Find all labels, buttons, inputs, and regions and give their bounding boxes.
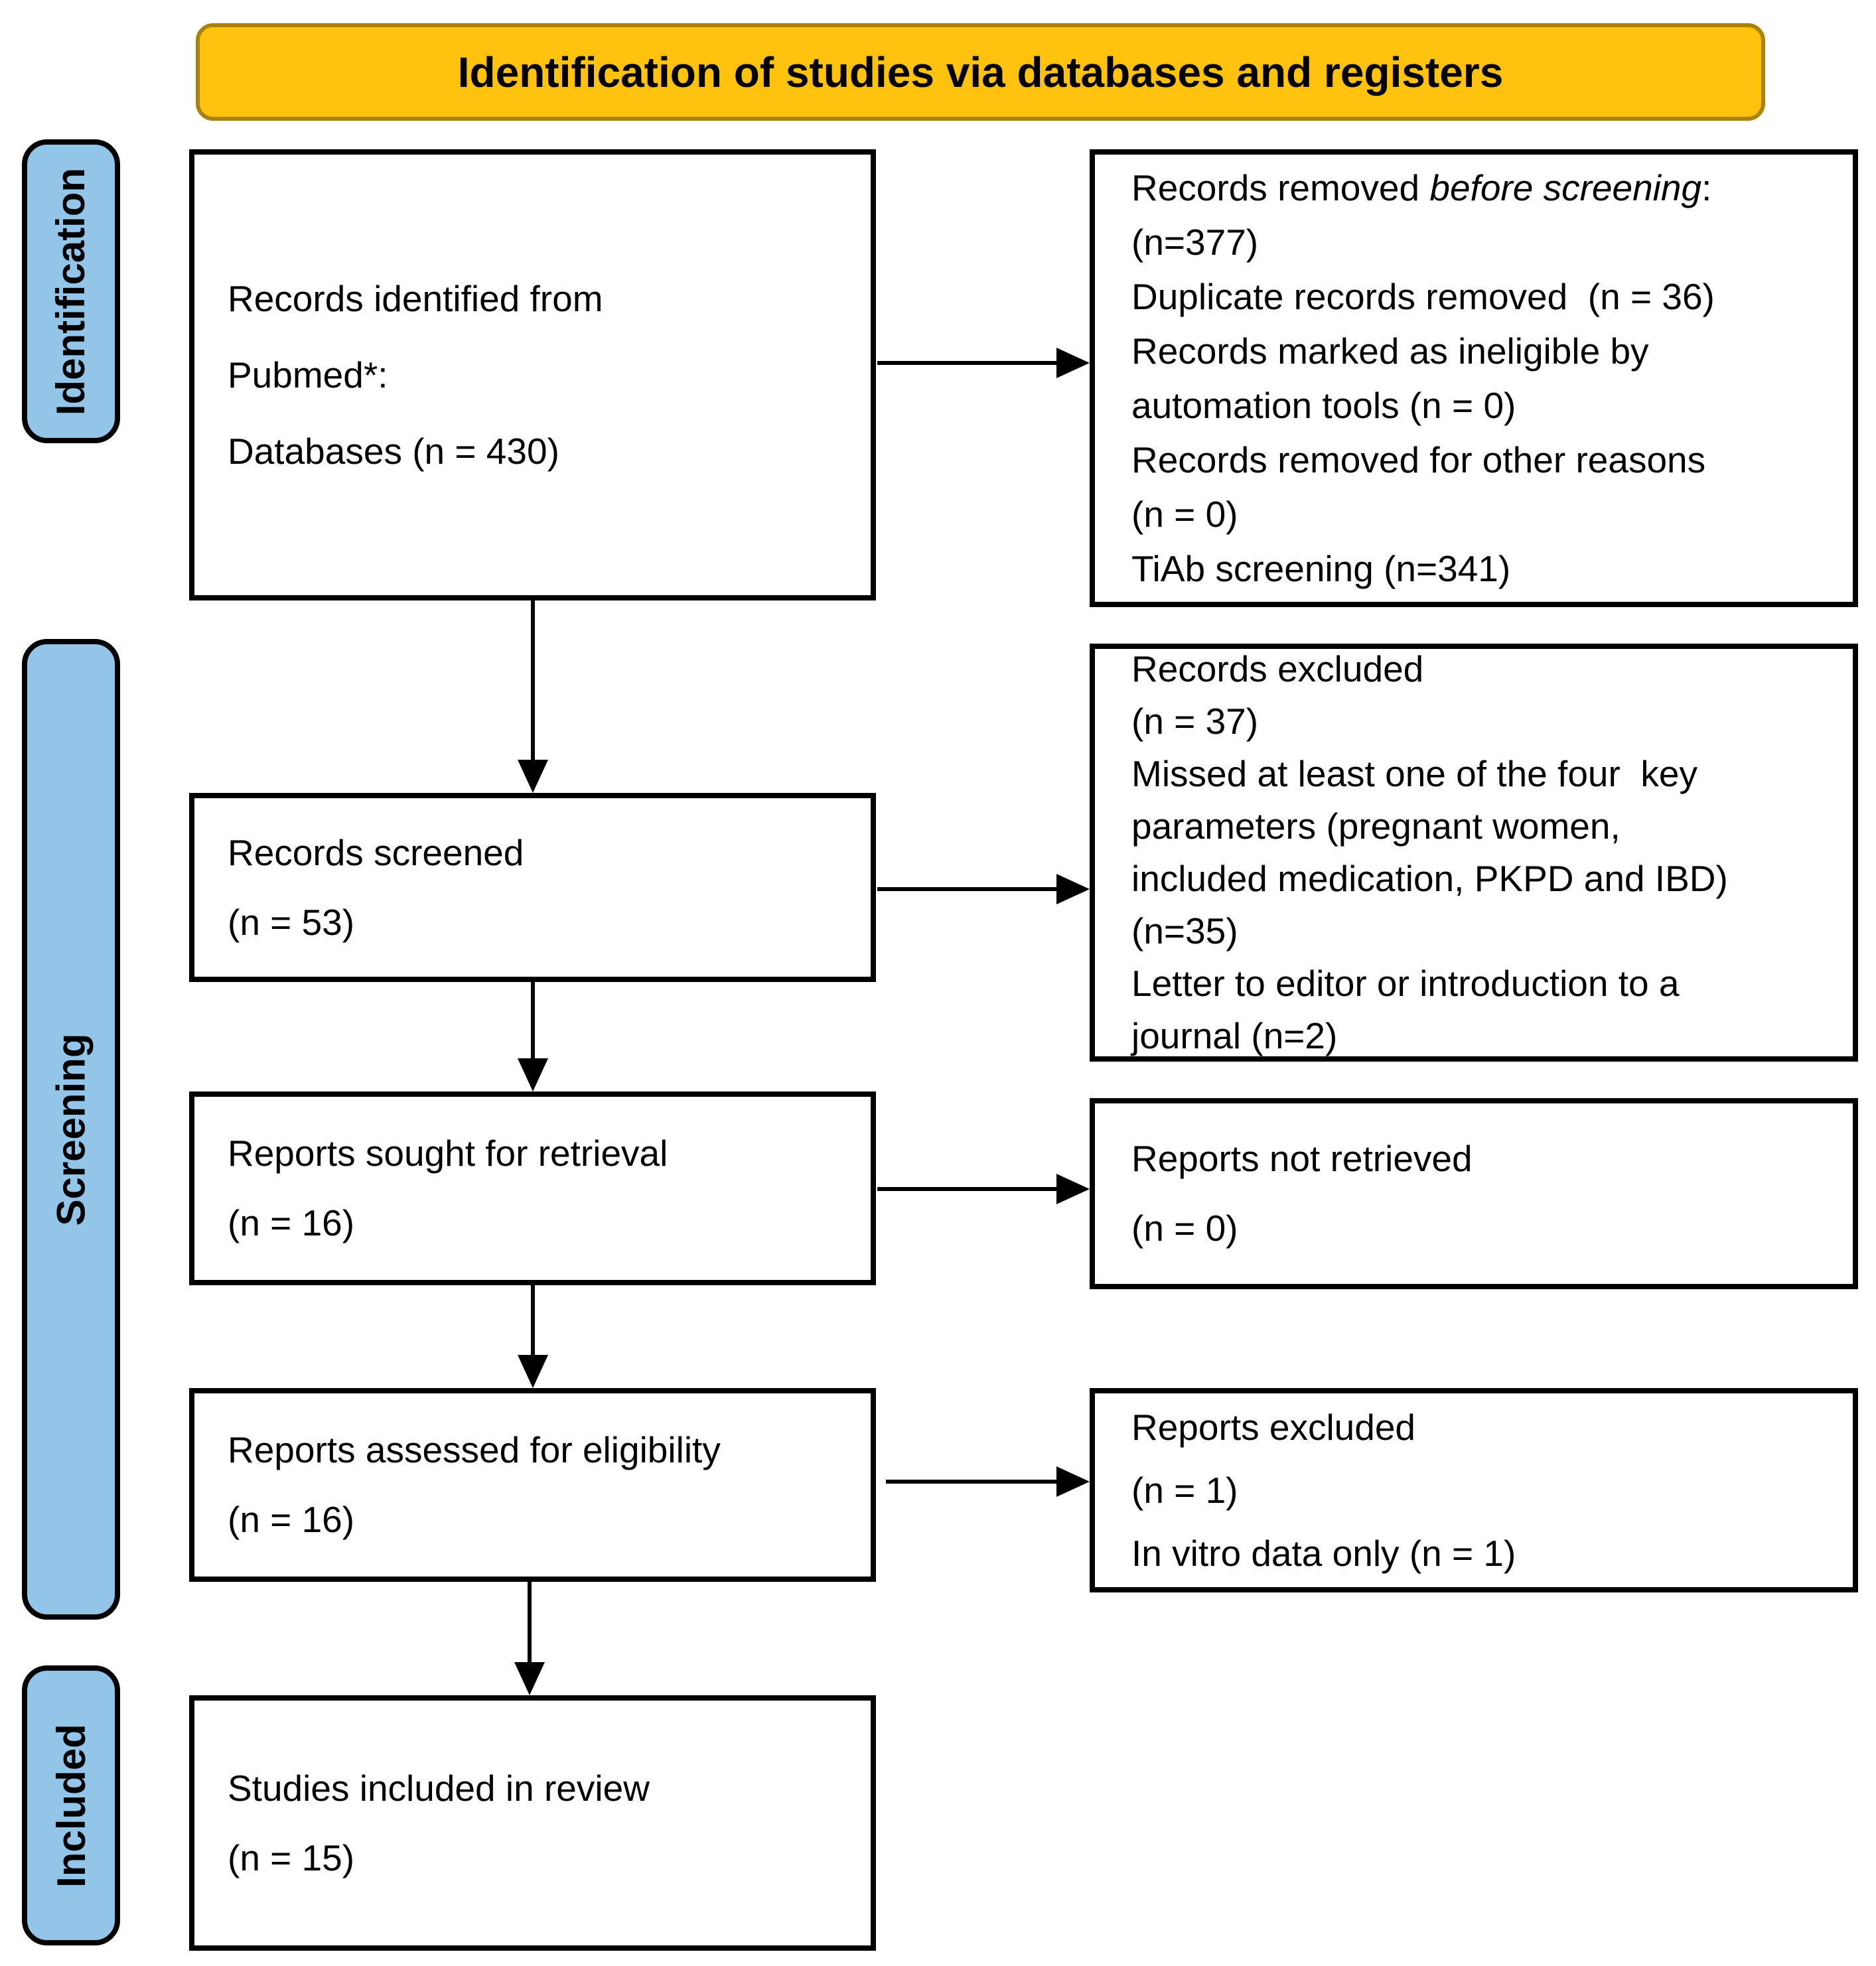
box-line: Records marked as ineligible by <box>1131 330 1649 372</box>
box-line: (n = 1) <box>1131 1469 1238 1511</box>
box-line: Records removed for other reasons <box>1131 439 1706 480</box>
box-line: Letter to editor or introduction to a <box>1131 963 1680 1004</box>
connector-identified-to-screened <box>531 600 535 761</box>
arrowhead-down-icon <box>518 760 548 793</box>
box-line: (n = 15) <box>228 1837 355 1878</box>
stage-identification-label: Identification <box>48 167 94 415</box>
box-reports-not-retrieved: Reports not retrieved (n = 0) <box>1090 1098 1858 1289</box>
connector-assessed-to-included <box>528 1582 532 1663</box>
box-records-identified: Records identified from Pubmed*: Databas… <box>189 149 876 600</box>
box-line: Duplicate records removed (n = 36) <box>1131 276 1715 317</box>
box-line: Reports not retrieved <box>1131 1138 1473 1179</box>
box-line: (n = 37) <box>1131 701 1259 742</box>
box-line: Records screened <box>228 831 524 873</box>
box-records-removed-before-screening: Records removed before screening: (n=377… <box>1090 149 1858 607</box>
box-line: Reports sought for retrieval <box>228 1133 668 1174</box>
connector-sought-to-assessed <box>531 1285 535 1356</box>
box-line: (n = 0) <box>1131 494 1238 535</box>
stage-included: Included <box>22 1665 120 1945</box>
arrowhead-right-icon <box>1056 1466 1090 1497</box>
box-line: (n = 0) <box>1131 1208 1238 1249</box>
box-line: (n = 16) <box>228 1499 355 1540</box>
box-records-screened: Records screened (n = 53) <box>189 793 876 982</box>
box-reports-sought: Reports sought for retrieval (n = 16) <box>189 1091 876 1285</box>
title-banner: Identification of studies via databases … <box>196 23 1765 121</box>
arrowhead-right-icon <box>1056 1174 1090 1204</box>
box-line: journal (n=2) <box>1131 1015 1338 1056</box>
box-studies-included: Studies included in review (n = 15) <box>189 1695 876 1951</box>
arrowhead-down-icon <box>518 1058 548 1091</box>
box-line-segment: : <box>1701 167 1712 208</box>
box-line: automation tools (n = 0) <box>1131 385 1516 426</box>
box-line: (n = 16) <box>228 1202 355 1243</box>
box-line: Databases (n = 430) <box>228 430 559 472</box>
stage-screening-label: Screening <box>48 1032 94 1226</box>
box-line: In vitro data only (n = 1) <box>1131 1532 1516 1574</box>
stage-screening: Screening <box>22 639 120 1620</box>
box-line: (n=377) <box>1131 222 1259 263</box>
arrowhead-down-icon <box>514 1662 545 1695</box>
box-line: (n=35) <box>1131 910 1238 951</box>
box-line: TiAb screening (n=341) <box>1131 548 1511 589</box>
box-line: Records removed before screening: <box>1131 161 1834 215</box>
title-banner-label: Identification of studies via databases … <box>457 48 1504 96</box>
box-line: parameters (pregnant women, <box>1131 806 1621 847</box>
arrowhead-right-icon <box>1056 348 1090 378</box>
stage-included-label: Included <box>48 1723 94 1888</box>
arrowhead-right-icon <box>1056 874 1090 904</box>
box-records-excluded: Records excluded (n = 37) Missed at leas… <box>1090 644 1858 1062</box>
box-line: Records excluded <box>1131 648 1424 689</box>
box-line: included medication, PKPD and IBD) <box>1131 858 1728 899</box>
connector-assessed-to-excluded <box>886 1480 1056 1484</box>
box-line: Records identified from <box>228 277 603 319</box>
box-line: Reports excluded <box>1131 1406 1416 1448</box>
connector-screened-to-sought <box>531 982 535 1060</box>
stage-identification: Identification <box>22 139 120 443</box>
box-reports-excluded: Reports excluded (n = 1) In vitro data o… <box>1090 1388 1858 1592</box>
box-line-segment: Records removed <box>1131 167 1430 208</box>
connector-sought-to-not-retrieved <box>877 1187 1056 1191</box>
box-line: Studies included in review <box>228 1767 650 1809</box>
connector-screened-to-excluded <box>877 887 1056 891</box>
box-line: (n = 53) <box>228 901 355 943</box>
box-line: Pubmed*: <box>228 354 388 395</box>
box-reports-assessed: Reports assessed for eligibility (n = 16… <box>189 1388 876 1582</box>
box-line: Reports assessed for eligibility <box>228 1429 721 1470</box>
box-line-segment-italic: before screening <box>1429 167 1702 208</box>
connector-identified-to-removed <box>877 361 1056 365</box>
box-line: Missed at least one of the four key <box>1131 753 1697 794</box>
arrowhead-down-icon <box>518 1355 548 1388</box>
